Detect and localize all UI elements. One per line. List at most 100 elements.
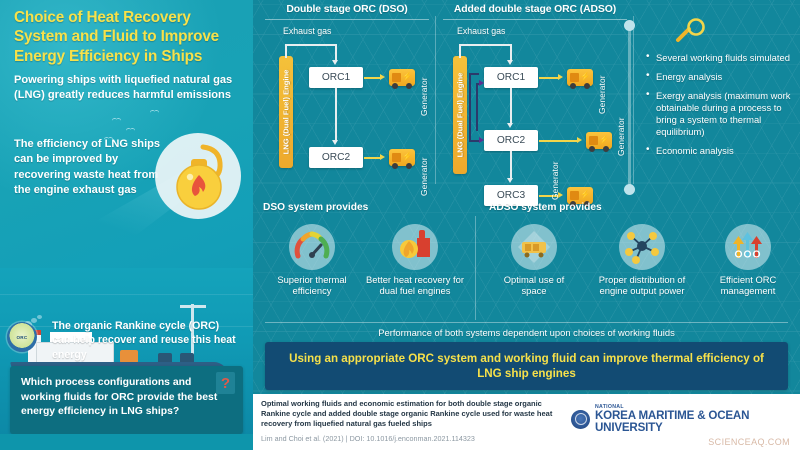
- dso-provides-heading: DSO system provides: [263, 202, 369, 213]
- adso-title: Added double stage ORC (ADSO): [453, 4, 617, 15]
- adso-recirc-inner-v: [476, 83, 478, 131]
- adso-generator-3-label: Generator: [550, 161, 560, 200]
- adso-arrow-gen1: [558, 74, 563, 80]
- arrows-up-icon: [725, 224, 771, 270]
- diagram-separator-1: [435, 16, 436, 184]
- diagram-separator-2: [633, 16, 634, 184]
- left-footer-strip: [0, 434, 253, 450]
- adso-provide-label-3: Efficient ORC management: [719, 274, 777, 297]
- adso-line-top-across: [459, 44, 511, 46]
- adso-provide-item-1: Optimal use of space: [491, 224, 577, 297]
- dso-arrow-gen1: [380, 74, 385, 80]
- adso-line-orc1-gen: [539, 77, 559, 79]
- footer: Optimal working fluids and economic esti…: [253, 394, 800, 450]
- adso-arrow-into-orc2: [507, 123, 513, 128]
- adso-orc1-box: ORC1: [484, 67, 538, 88]
- dso-provide-label-1: Superior thermal efficiency: [277, 274, 347, 297]
- network-distribution-icon: [619, 224, 665, 270]
- rail-dot-top: [624, 20, 635, 31]
- adso-line-orc1-orc2: [510, 88, 512, 125]
- adso-engine-label: LNG (Dual Fuel) Engine: [455, 72, 465, 158]
- adso-orc3-box: ORC3: [484, 185, 538, 206]
- dso-title-rule: [265, 19, 429, 20]
- engine-room-icon: [511, 224, 557, 270]
- dso-generator-1-label: Generator: [419, 77, 429, 116]
- adso-line-orc3-gen: [539, 195, 559, 197]
- dso-provide-label-2: Better heat recovery for dual fuel engin…: [366, 274, 464, 297]
- adso-recirc-bottom: [469, 140, 481, 142]
- dso-title: Double stage ORC (DSO): [286, 4, 408, 15]
- university-logo: NATIONAL KOREA MARITIME & OCEAN UNIVERSI…: [571, 404, 796, 434]
- adso-arrow-into-orc1: [507, 60, 513, 65]
- adso-generator-3-icon: ⚡: [565, 185, 595, 207]
- adso-diagram-body: Exhaust gas LNG (Dual Fuel) Engine ORC1 …: [439, 26, 631, 207]
- dso-exhaust-gas-label: Exhaust gas: [283, 26, 332, 36]
- bullet-item: Economic analysis: [645, 144, 793, 157]
- dso-line-orc1-gen: [364, 77, 381, 79]
- bullet-list: Several working fluids simulated Energy …: [645, 51, 793, 164]
- adso-provide-item-2: Proper distribution of engine output pow…: [589, 224, 695, 297]
- intro-text-emissions: Powering ships with liquefied natural ga…: [14, 74, 233, 101]
- research-question-text: Which process configurations and working…: [21, 377, 218, 418]
- dso-line-top-across: [285, 44, 336, 46]
- bird-icon: [104, 137, 113, 142]
- dso-arrow-into-orc1: [332, 60, 338, 65]
- provides-separator: [475, 216, 476, 320]
- dso-provide-item-2: Better heat recovery for dual fuel engin…: [365, 224, 465, 297]
- paper-citation: Lim and Choi et al. (2021) | DOI: 10.101…: [261, 434, 475, 443]
- bullet-item: Energy analysis: [645, 70, 793, 83]
- left-panel: Choice of Heat Recovery System and Fluid…: [0, 0, 253, 450]
- dso-arrow-gen2: [380, 154, 385, 160]
- logo-university-text: KOREA MARITIME & OCEAN UNIVERSITY: [595, 409, 750, 434]
- adso-line-orc2-gen: [539, 140, 578, 142]
- logo-national-text: NATIONAL: [595, 404, 624, 411]
- adso-provides-heading: ADSO system provides: [489, 202, 602, 213]
- adso-title-rule: [443, 19, 627, 20]
- adso-generator-2-icon: ⚡: [584, 130, 614, 152]
- adso-recirc-top: [469, 73, 479, 75]
- dso-orc1-box: ORC1: [309, 67, 363, 88]
- dso-orc2-box: ORC2: [309, 147, 363, 168]
- adso-recirc-outer-v: [469, 73, 471, 141]
- orc-description: The organic Rankine cycle (ORC) can help…: [52, 320, 236, 361]
- adso-provide-label-1: Optimal use of space: [503, 274, 565, 297]
- adso-engine-bar: LNG (Dual Fuel) Engine: [453, 56, 467, 174]
- dso-generator-2-label: Generator: [419, 157, 429, 196]
- adso-exhaust-gas-label: Exhaust gas: [457, 26, 506, 36]
- orc-badge-icon: ORC: [7, 322, 37, 352]
- university-seal-icon: [571, 409, 590, 429]
- dso-line-orc1-to-orc2: [335, 88, 337, 142]
- gas-lamp-icon: [155, 133, 241, 219]
- right-content: Double stage ORC (DSO) Exhaust gas LNG (…: [253, 0, 800, 450]
- adso-generator-1-icon: ⚡: [565, 67, 595, 89]
- dso-generator-2-icon: ⚡: [387, 147, 417, 169]
- bullet-rail: [628, 26, 631, 190]
- heat-recovery-icon: [392, 224, 438, 270]
- adso-arrow-recirc-orc2: [479, 137, 484, 143]
- dso-line-orc2-gen: [364, 157, 381, 159]
- adso-orc2-box: ORC2: [484, 130, 538, 151]
- question-mark-icon: ?: [216, 372, 235, 394]
- bullet-item: Several working fluids simulated: [645, 51, 793, 64]
- adso-arrow-into-orc3: [507, 178, 513, 183]
- adso-arrow-recirc-orc1: [479, 80, 484, 86]
- performance-note: Performance of both systems dependent up…: [378, 327, 675, 338]
- adso-generator-2-label: Generator: [616, 117, 626, 156]
- adso-arrow-gen3: [558, 192, 563, 198]
- bird-icon: [126, 128, 135, 133]
- dso-diagram-body: Exhaust gas LNG (Dual Fuel) Engine ORC1 …: [261, 26, 433, 196]
- watermark: SCIENCEAQ.COM: [708, 437, 790, 447]
- dso-provide-item-1: Superior thermal efficiency: [269, 224, 355, 297]
- magnifier-icon: [675, 18, 709, 44]
- bird-icon: [150, 110, 159, 115]
- bullet-item: Exergy analysis (maximum work obtainable…: [645, 89, 793, 138]
- dso-arrow-into-orc2: [332, 140, 338, 145]
- dso-generator-1-icon: ⚡: [387, 67, 417, 89]
- dso-engine-bar: LNG (Dual Fuel) Engine: [279, 56, 293, 168]
- adso-generator-1-label: Generator: [597, 75, 607, 114]
- gauge-icon: [289, 224, 335, 270]
- rail-dot-bottom: [624, 184, 635, 195]
- adso-arrow-gen2: [577, 137, 582, 143]
- provides-section: DSO system provides Superior thermal eff…: [253, 200, 800, 325]
